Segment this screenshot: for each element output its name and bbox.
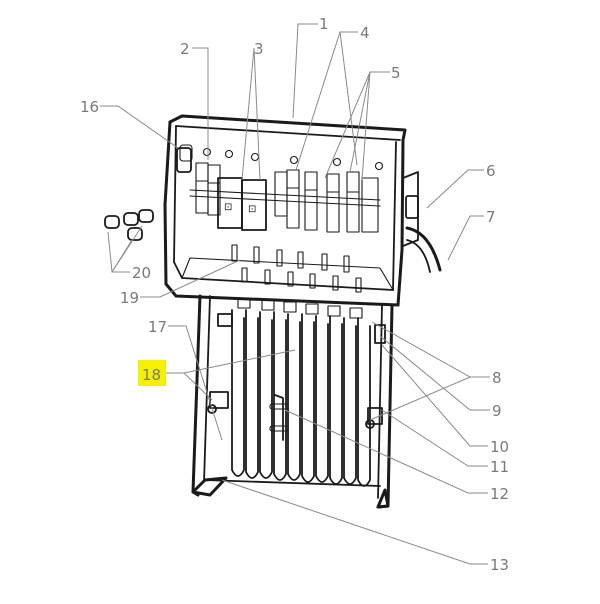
callout-9: 9 <box>492 402 502 420</box>
breaker-group-left <box>195 147 234 216</box>
callout-19: 19 <box>120 289 139 307</box>
callout-5: 5 <box>391 64 401 82</box>
callout-16: 16 <box>80 98 99 116</box>
callout-17: 17 <box>148 318 167 336</box>
callout-4: 4 <box>360 24 370 42</box>
callout-8: 8 <box>492 369 502 387</box>
callout-20: 20 <box>132 264 151 282</box>
svg-text:⊡: ⊡ <box>248 204 256 215</box>
callout-6: 6 <box>486 162 496 180</box>
callout-1: 1 <box>319 15 329 33</box>
heater-frame <box>191 294 394 509</box>
highlight-marker <box>138 360 166 386</box>
callout-3: 3 <box>254 40 264 58</box>
callout-18: 18 <box>142 366 161 384</box>
contactor-pair: ⊡ ⊡ <box>217 152 267 231</box>
terminal-posts <box>231 244 362 293</box>
callout-12: 12 <box>490 485 509 503</box>
callout-7: 7 <box>486 208 496 226</box>
callout-labels: 1 2 3 4 5 6 7 8 9 10 11 12 13 16 17 18 1… <box>80 15 509 574</box>
callout-10: 10 <box>490 438 509 456</box>
side-switch-and-cable <box>402 171 442 273</box>
svg-text:⊡: ⊡ <box>224 202 232 213</box>
callout-11: 11 <box>490 458 509 476</box>
leader-lines <box>100 23 490 565</box>
callout-13: 13 <box>490 556 509 574</box>
control-box: ⊡ ⊡ <box>163 114 407 307</box>
cable-glands <box>104 209 154 241</box>
breaker-group-right <box>274 155 384 233</box>
heating-elements <box>231 297 371 487</box>
callout-2: 2 <box>180 40 190 58</box>
